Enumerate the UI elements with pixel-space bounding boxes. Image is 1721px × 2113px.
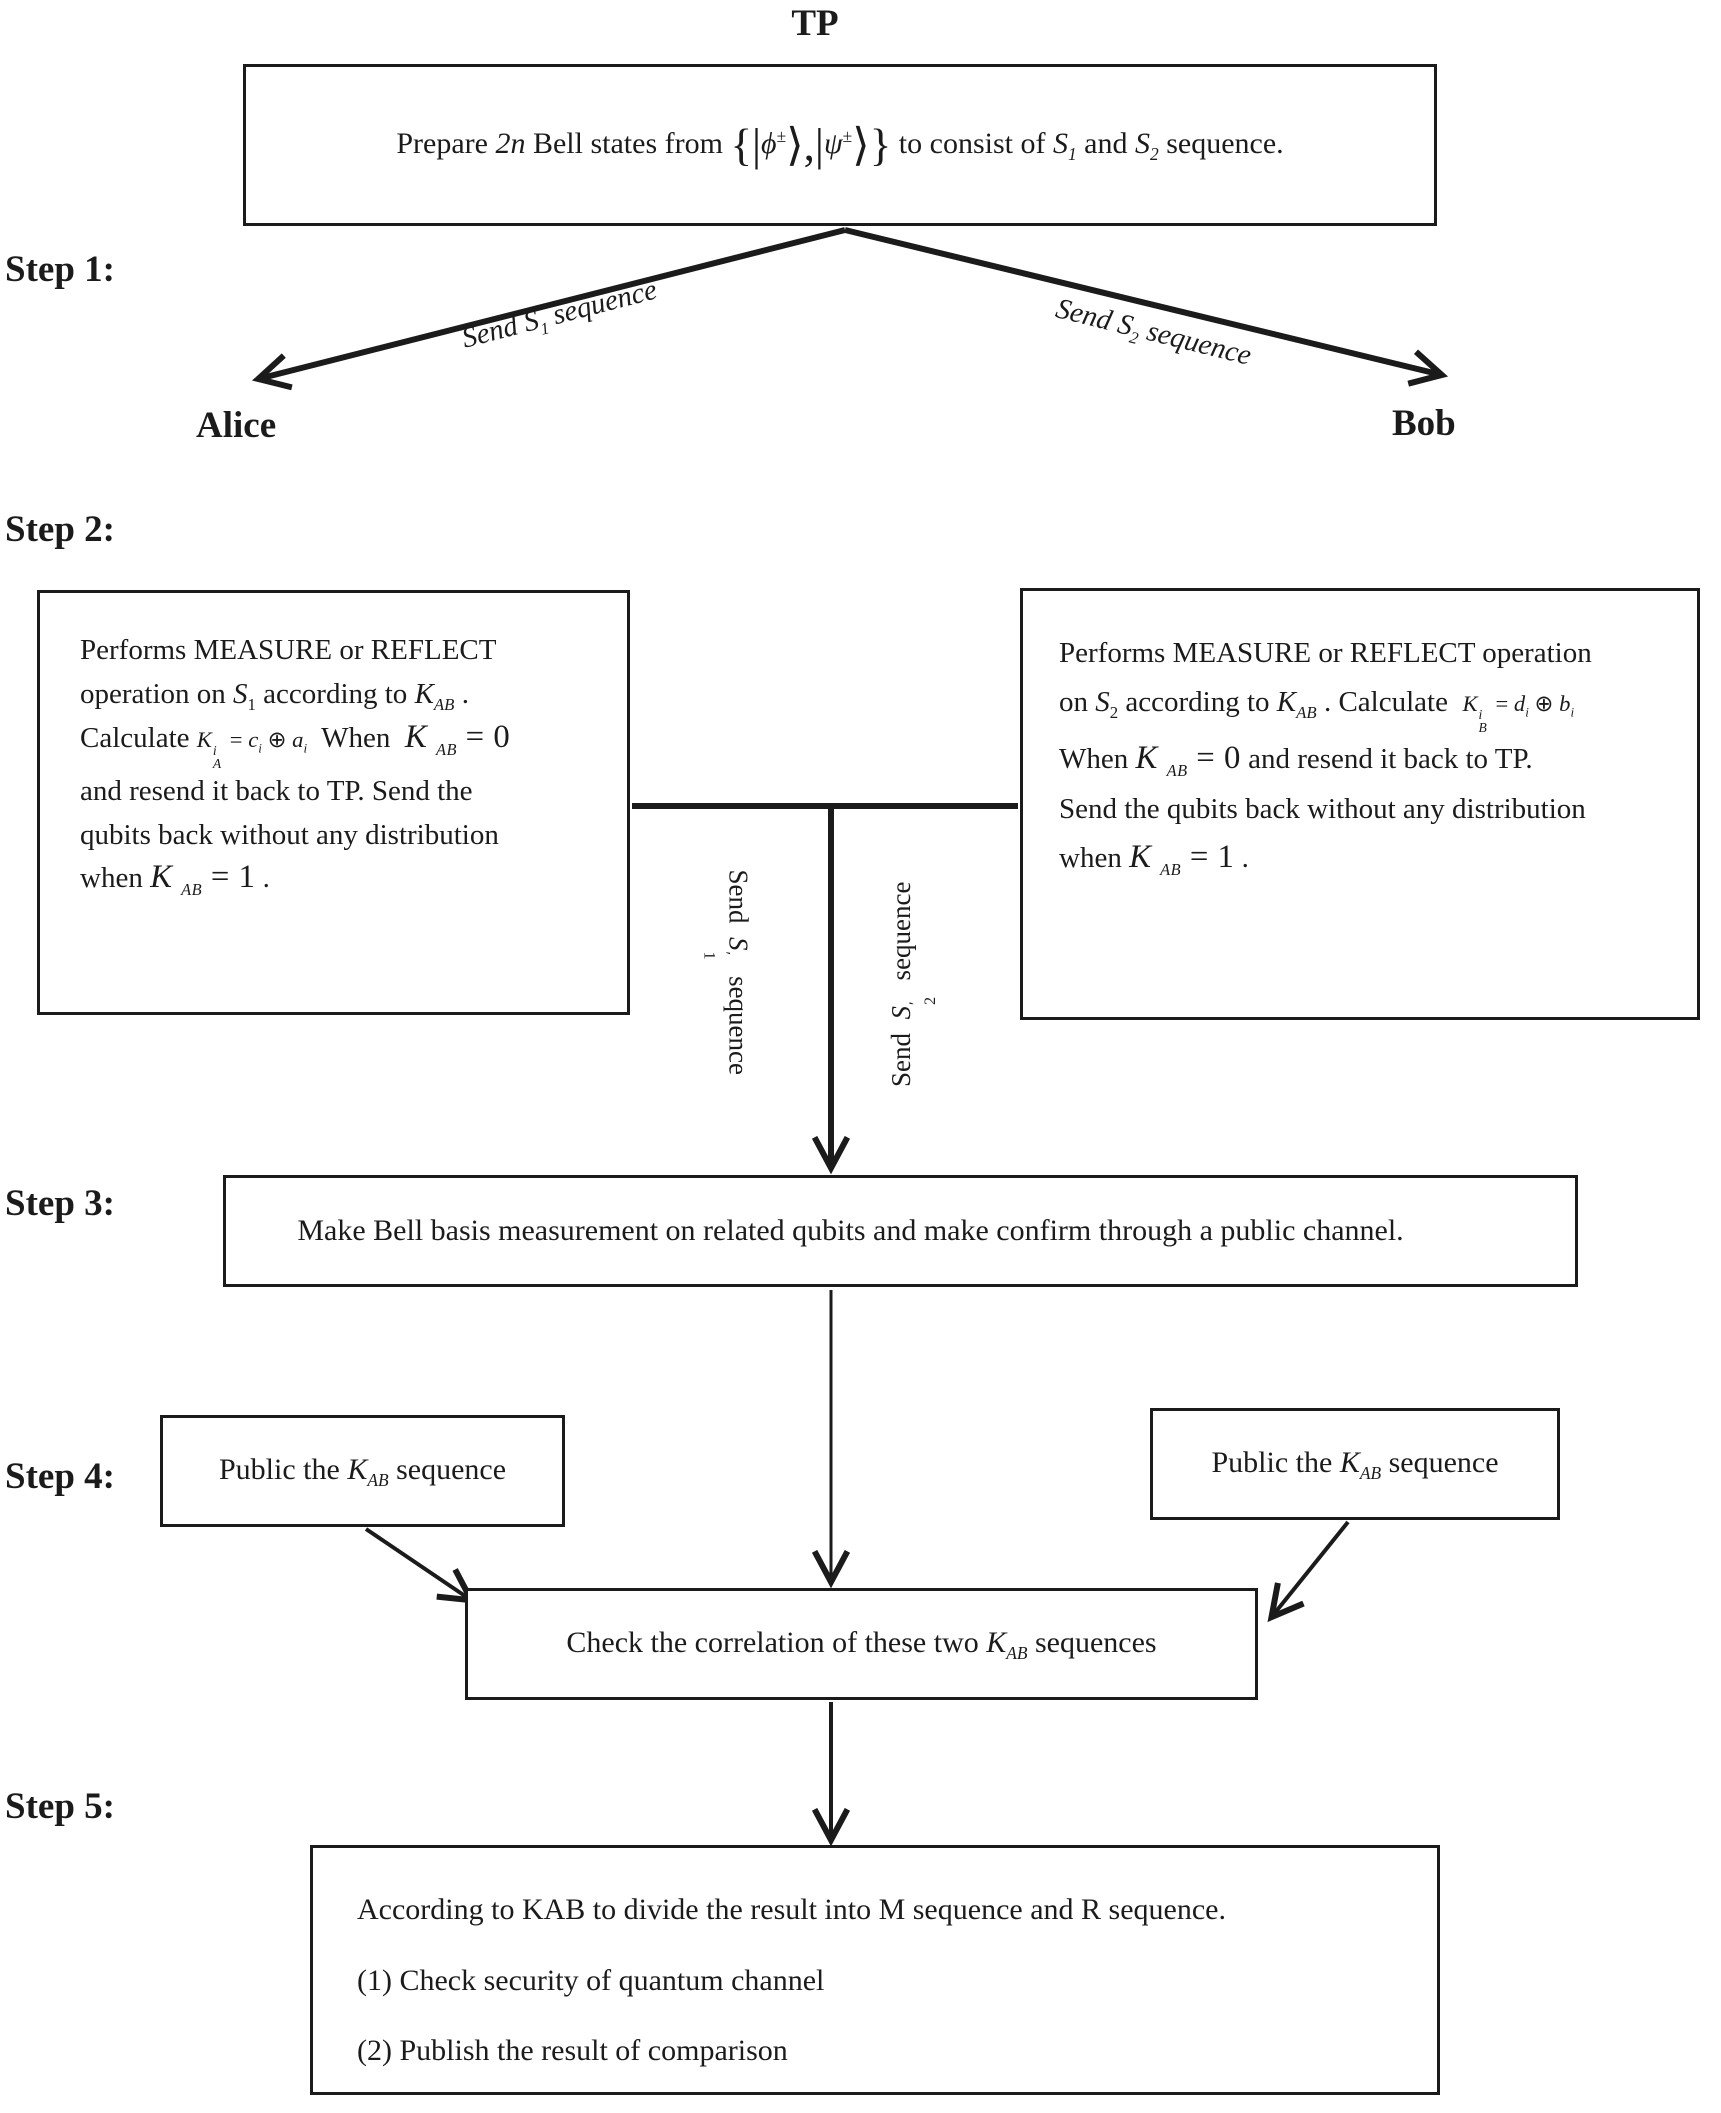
step5-label: Step 5: — [5, 1786, 115, 1827]
step1-label: Step 1: — [5, 249, 115, 290]
bell-measurement-text: Make Bell basis measurement on related q… — [297, 1214, 1404, 1248]
divide-result-line-2: (1) Check security of quantum channel — [357, 1963, 825, 1997]
divide-result-line-1: According to KAB to divide the result in… — [357, 1893, 1226, 1926]
public-kab-left-text: Public the KAB sequence — [218, 1453, 507, 1491]
prepare-box-text: Prepare 2n Bell states from {|ϕ±⟩,|ψ±⟩} … — [396, 120, 1284, 171]
step3-label: Step 3: — [5, 1183, 115, 1224]
prepare-box: Prepare 2n Bell states from {|ϕ±⟩,|ψ±⟩} … — [243, 64, 1437, 226]
bell-measurement-box: Make Bell basis measurement on related q… — [223, 1175, 1578, 1287]
bob-label: Bob — [1392, 403, 1456, 444]
edge-public-right-to-check — [1274, 1520, 1350, 1614]
edge-tp-to-alice — [262, 227, 846, 378]
alice-label: Alice — [196, 405, 277, 446]
tp-label: TP — [791, 3, 839, 44]
divide-result-line-3: (2) Publish the result of comparison — [357, 2034, 788, 2067]
public-kab-left-box: Public the KAB sequence — [160, 1415, 565, 1527]
edge-public-left-to-check — [364, 1527, 468, 1598]
public-kab-right-text: Public the KAB sequence — [1211, 1446, 1499, 1484]
check-correlation-box: Check the correlation of these two KAB s… — [465, 1588, 1258, 1700]
step4-label: Step 4: — [5, 1456, 115, 1497]
public-kab-right-box: Public the KAB sequence — [1150, 1408, 1560, 1520]
divide-result-box: According to KAB to divide the result in… — [310, 1845, 1440, 2095]
edge-tp-to-bob — [844, 227, 1438, 374]
check-correlation-text: Check the correlation of these two KAB s… — [566, 1626, 1157, 1664]
send-s1-prime-edge-label: Send S′1 sequence — [700, 869, 754, 1076]
step2-label: Step 2: — [5, 509, 115, 550]
send-s2-prime-edge-label: Send S′2 sequence — [885, 881, 939, 1088]
